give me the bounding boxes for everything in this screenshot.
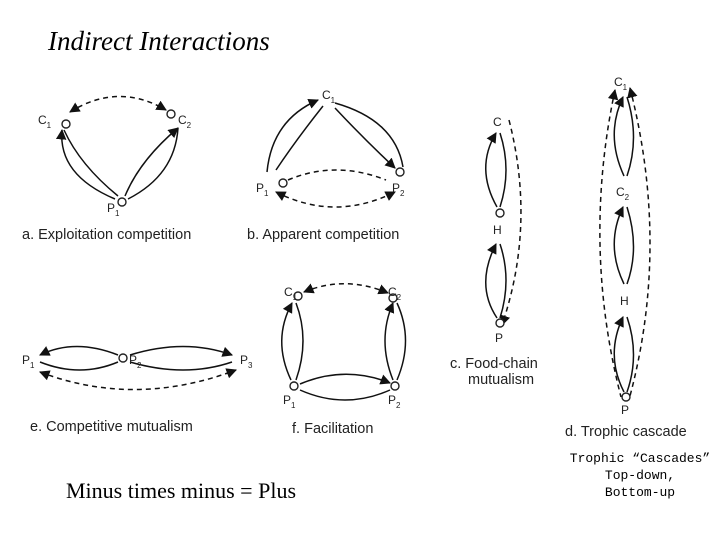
- edge-f-p1-p2-top: [299, 373, 391, 385]
- label-f-c2: C2: [388, 285, 402, 302]
- edge-b-c1-p2-out: [334, 107, 396, 169]
- edge-e-p1-p3-indirect: [39, 368, 237, 391]
- edge-f-p1-c1-out: [281, 302, 293, 381]
- node-a-p1: [117, 197, 127, 207]
- label-e-p3: P3: [240, 353, 253, 370]
- caption-b: b. Apparent competition: [247, 227, 399, 243]
- caption-e: e. Competitive mutualism: [30, 419, 193, 435]
- node-b-p2: [395, 167, 405, 177]
- edge-c-p-h-out: [485, 243, 498, 319]
- panel-c-food-chain-mutualism: C H P c. Food-chain mutualism: [450, 115, 538, 388]
- label-f-p2: P2: [388, 393, 401, 410]
- caption-c-line2: mutualism: [468, 372, 534, 388]
- edge-a-p1-c1-out: [55, 128, 116, 200]
- edge-e-p2-p3-bottom: [129, 361, 233, 371]
- minus-times-minus-text: Minus times minus = Plus: [66, 478, 297, 503]
- edge-f-p2-c2-in: [396, 302, 407, 381]
- edge-b-c1-p1-in: [275, 105, 324, 171]
- edge-e-p2-p1-top: [39, 345, 119, 356]
- edge-a-p1-c1-in: [63, 129, 119, 197]
- edge-d-p-h-out: [613, 316, 625, 393]
- caption-f: f. Facilitation: [292, 421, 373, 437]
- caption-a: a. Exploitation competition: [22, 227, 191, 243]
- edge-a-p1-c2-out: [124, 127, 179, 197]
- label-a-p1: P1: [107, 201, 120, 218]
- label-b-c1: C1: [322, 88, 336, 105]
- edge-b-c1-p2-in: [334, 102, 404, 168]
- label-f-p1: P1: [283, 393, 296, 410]
- label-a-c1: C1: [38, 113, 52, 130]
- edge-d-c2-c1-out: [613, 96, 625, 177]
- edge-a-c1-c2: [69, 95, 167, 113]
- label-e-p2: P2: [129, 353, 142, 370]
- edge-f-p1-p2-bottom: [299, 389, 391, 401]
- trophic-cascades-line-2: Top-down,: [604, 468, 676, 483]
- node-a-c1: [61, 119, 71, 129]
- node-f-c1: [293, 291, 303, 301]
- edge-b-p1-p2-bottom: [275, 191, 396, 208]
- label-d-c2: C2: [616, 185, 630, 202]
- node-d-p: [621, 392, 631, 402]
- edge-d-p-h-in: [626, 316, 635, 393]
- label-c-c: C: [493, 115, 502, 129]
- node-c-p: [495, 318, 505, 328]
- edge-f-p2-c2-out: [384, 302, 395, 381]
- label-d-p: P: [621, 403, 629, 417]
- edge-c-h-c-in: [499, 132, 507, 208]
- label-b-p2: P2: [392, 181, 405, 198]
- edge-d-c1-p-indirect-left: [599, 88, 622, 398]
- edge-d-h-c2-in: [626, 206, 635, 285]
- caption-d: d. Trophic cascade: [565, 424, 687, 440]
- node-f-p2: [390, 381, 400, 391]
- edge-c-p-h-in: [499, 243, 507, 319]
- edge-e-p2-p3-top: [129, 345, 233, 357]
- trophic-cascades-line-1: Trophic “Cascades”: [569, 451, 711, 466]
- caption-c-line1: c. Food-chain: [450, 356, 538, 372]
- node-f-p1: [289, 381, 299, 391]
- label-f-c1: C1: [284, 285, 298, 302]
- edge-c-c-p-indirect: [500, 119, 522, 326]
- label-e-p1: P1: [22, 353, 35, 370]
- label-d-h: H: [620, 294, 629, 308]
- edge-d-h-c2-out: [613, 206, 625, 285]
- panel-d-trophic-cascade: C1 C2 H P d. Trophic cascade: [565, 75, 687, 440]
- node-a-c2: [166, 109, 176, 119]
- node-c-h-top: [495, 208, 505, 218]
- slide-title: Indirect Interactions: [48, 26, 270, 56]
- node-b-p1: [278, 178, 288, 188]
- edge-e-p2-p1-bottom: [39, 361, 119, 371]
- edge-c-h-c-out: [485, 132, 498, 208]
- edge-a-p1-c2-in: [127, 127, 179, 200]
- label-b-p1: P1: [256, 181, 269, 198]
- edge-f-c1-c2: [303, 283, 389, 295]
- node-e-p2: [118, 353, 128, 363]
- edge-d-c1-p-indirect-right: [627, 86, 651, 397]
- node-f-c2: [388, 293, 398, 303]
- trophic-cascades-note: Trophic “Cascades” Top-down, Bottom-up: [560, 450, 720, 501]
- label-a-c2: C2: [178, 113, 192, 130]
- edge-d-c2-c1-in: [626, 96, 635, 177]
- panel-a-exploitation-competition: C1 C2 P1 a. Exploitation competition: [22, 95, 192, 243]
- label-c-h: H: [493, 223, 502, 237]
- label-c-p: P: [495, 331, 503, 345]
- edge-b-c1-p1-out: [266, 98, 319, 173]
- edge-b-p1-p2-top: [287, 169, 387, 181]
- panel-f-facilitation: C1 C2 P1 P2 f. Facilitation: [281, 283, 407, 437]
- trophic-cascades-line-3: Bottom-up: [604, 485, 676, 500]
- panel-b-apparent-competition: C1 P1 P2 b. Apparent competition: [247, 88, 405, 243]
- label-d-c1: C1: [614, 75, 628, 92]
- edge-f-p1-c1-in: [295, 302, 304, 381]
- panel-e-competitive-mutualism: P1 P2 P3 e. Competitive mutualism: [22, 345, 253, 435]
